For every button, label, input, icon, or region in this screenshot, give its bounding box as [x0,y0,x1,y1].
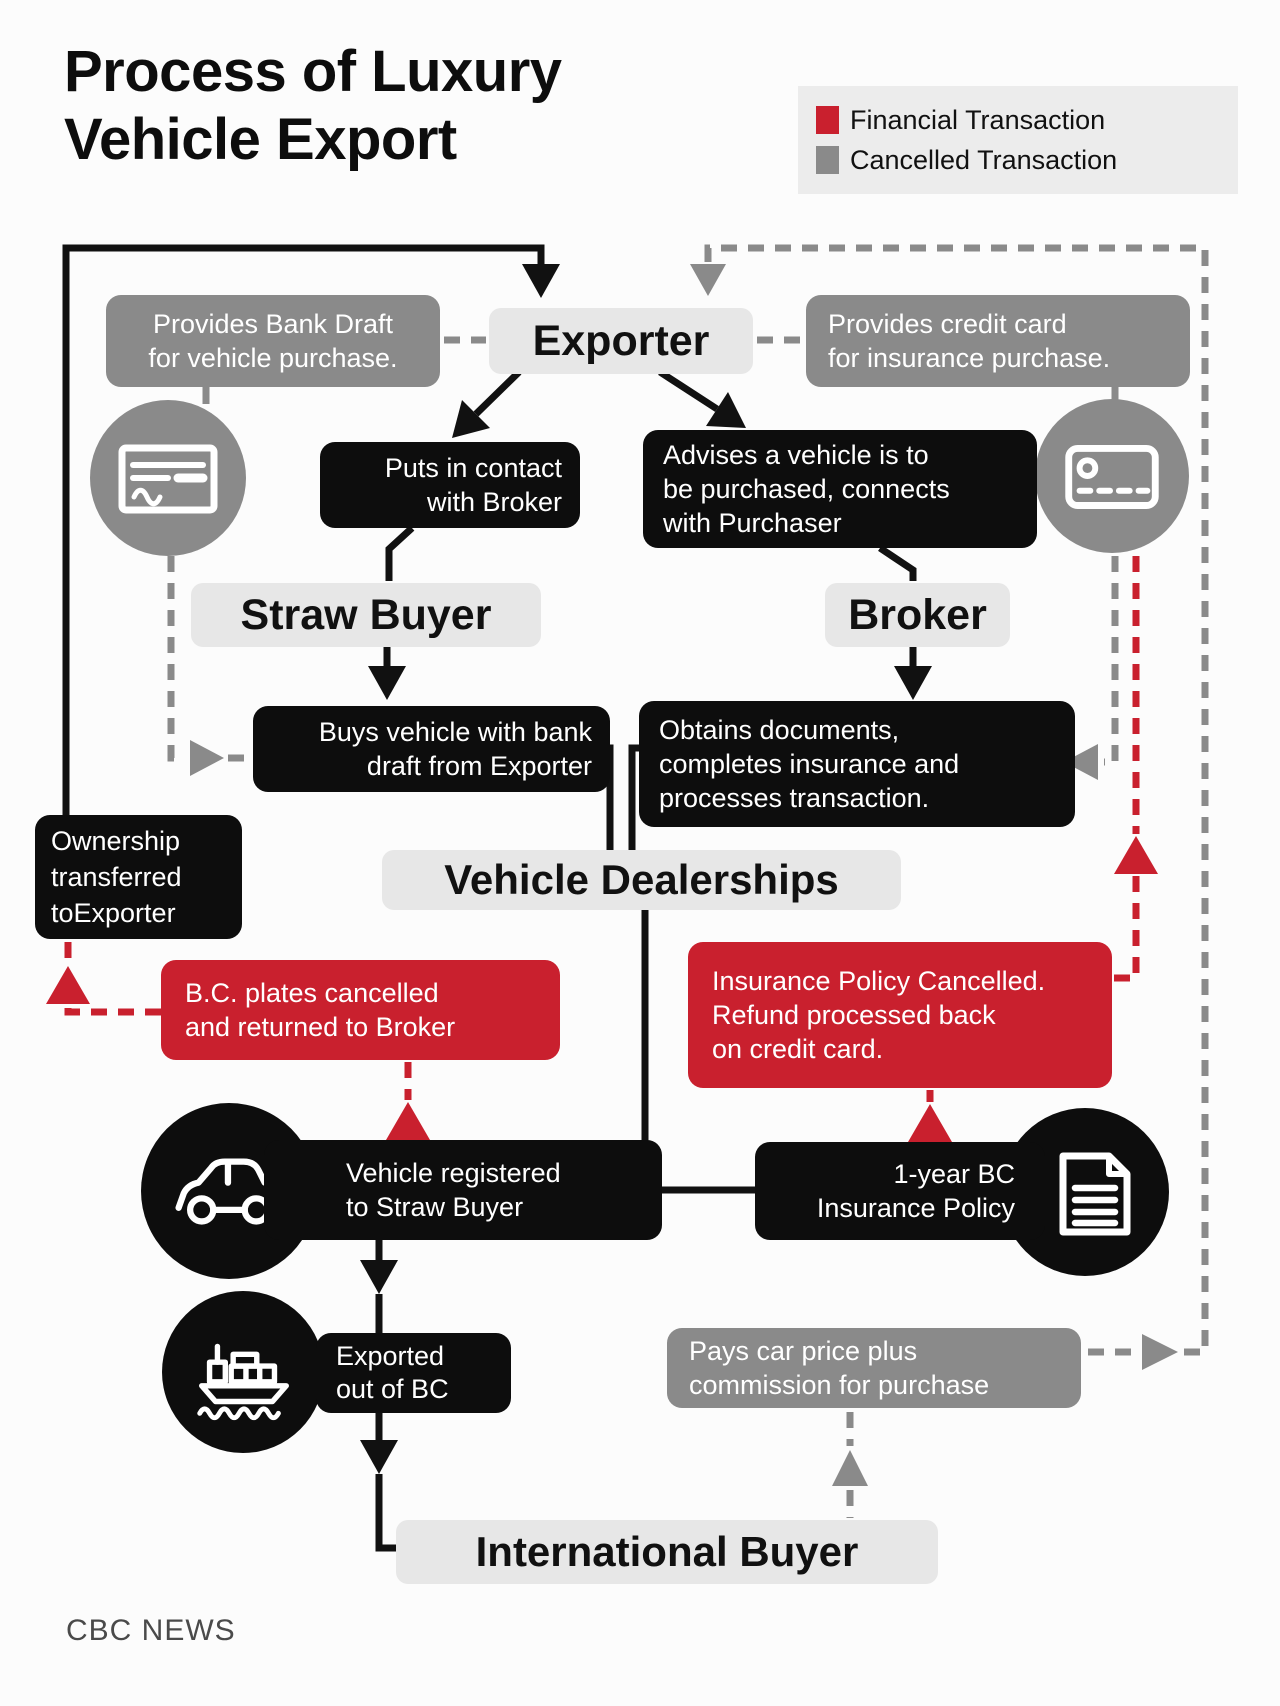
red-arrow-up-refund [1114,836,1158,874]
gray-arrowheads [190,264,1178,1486]
step-provides-bank-draft: Provides Bank Draft for vehicle purchase… [106,295,440,387]
bank-draft-circle [90,400,246,556]
step-one-year-policy: 1-year BC Insurance Policy [755,1142,1045,1240]
red-arrowheads [46,836,1158,1142]
arrow-to-exported [360,1260,398,1294]
gray-arrow-up-to-pays [832,1450,868,1486]
node-vehicle-dealerships: Vehicle Dealerships [382,850,901,910]
footer-credit: CBC NEWS [66,1614,236,1647]
node-straw-buyer: Straw Buyer [191,583,541,647]
line-advises-to-broker [878,545,917,581]
gray-arrow-into-exporter [690,264,726,296]
red-dashed-lines [64,556,1140,1102]
line-obtains-to-dealerships [628,744,639,852]
red-arrow-up-ownership [46,966,90,1004]
red-arrow-up-policy [908,1104,952,1142]
financial-transaction-swatch-icon [816,106,839,134]
step-pays-car-price: Pays car price plus commission for purch… [667,1328,1081,1408]
black-arrowheads [360,264,932,1474]
dash-creditcard-down [1104,556,1119,766]
gray-arrow-into-obtains [1064,744,1098,780]
arrow-into-obtains [894,666,932,700]
node-exporter: Exporter [489,308,753,374]
step-puts-in-contact: Puts in contact with Broker [320,442,580,528]
legend-label: Financial Transaction [850,104,1106,135]
dash-bankdraft-down [167,556,182,762]
step-provides-credit-card: Provides credit card for insurance purch… [806,295,1190,387]
red-dash-plates-horizontal [64,1004,161,1016]
step-insurance-cancelled: Insurance Policy Cancelled. Refund proce… [688,942,1112,1088]
legend: Financial Transaction Cancelled Transact… [798,86,1238,194]
line-ownership-to-exporter [62,244,545,815]
red-dash-refund-lower [1094,876,1140,982]
legend-label: Cancelled Transaction [850,144,1118,175]
legend-item-cancelled: Cancelled Transaction [816,145,1238,176]
gray-arrow-pays-to-loop [1142,1334,1178,1370]
step-buys-vehicle: Buys vehicle with bank draft from Export… [253,706,610,792]
step-vehicle-registered: Vehicle registered to Straw Buyer [264,1140,662,1240]
step-ownership-transferred: Ownership transferred toExporter [35,815,242,939]
cheque-icon [118,444,218,514]
arrow-into-exporter-top [522,264,560,298]
arrow-into-buys [368,666,406,700]
gray-arrow-into-buys [190,740,224,776]
line-exporter-to-advises [658,369,719,412]
cancelled-transaction-swatch-icon [816,146,839,174]
arrow-to-international [360,1440,398,1474]
ship-circle [162,1291,324,1453]
red-arrow-up-plates [386,1102,430,1140]
page-title: Process of Luxury Vehicle Export [64,39,562,172]
step-exported-out: Exported out of BC [316,1333,511,1413]
legend-item-financial: Financial Transaction [816,105,1238,136]
line-puts-to-strawbuyer [385,525,415,581]
document-icon [1059,1152,1131,1236]
credit-card-icon [1065,445,1159,509]
step-advises-vehicle: Advises a vehicle is to be purchased, co… [643,430,1037,548]
credit-card-circle [1035,399,1189,553]
node-international-buyer: International Buyer [396,1520,938,1584]
arrow-into-advises [706,392,746,428]
node-broker: Broker [825,583,1010,647]
line-exporter-to-puts [473,369,522,417]
arrow-into-puts [452,400,490,438]
step-bc-plates-cancelled: B.C. plates cancelled and returned to Br… [161,960,560,1060]
dash-right-loop [704,244,1209,1356]
gray-dashed-lines [167,244,1209,1518]
ship-icon [197,1343,289,1421]
line-exported-to-international [375,1411,398,1552]
step-obtains-documents: Obtains documents, completes insurance a… [639,701,1075,827]
